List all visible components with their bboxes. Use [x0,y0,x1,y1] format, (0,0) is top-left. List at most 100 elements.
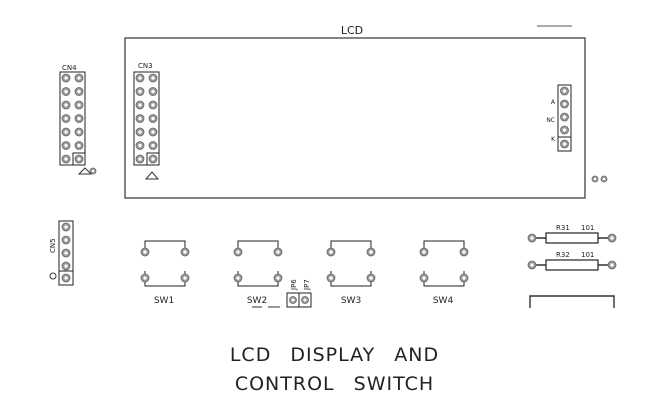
pad-hole [562,89,567,93]
backlight-label-k: K [551,136,556,143]
pad-hole [530,236,534,240]
pad-hole [64,116,68,121]
pad-hole [64,251,68,255]
resistor-body [545,259,599,271]
sw4-label: SW4 [433,296,454,306]
pad-hole [562,102,567,106]
pad-hole [369,250,373,254]
pad-hole [593,177,597,181]
pad-hole [602,177,606,181]
pad-hole [91,169,95,173]
sw3-label: SW3 [341,296,361,306]
pad-hole [138,116,142,121]
pad-hole [151,116,155,121]
pad-hole [462,276,466,280]
pad-hole [64,143,68,148]
backlight-connector [557,84,572,152]
pad-hole [64,264,68,268]
pad-hole [77,89,81,94]
pad-hole [64,130,68,134]
cn3-header [133,71,160,166]
backlight-label-a: A [551,99,556,106]
pad-hole [64,89,68,94]
backlight-label-nc: NC [546,117,555,124]
pad-hole [77,130,81,134]
pad-hole [138,76,142,80]
pin1-box [58,270,74,286]
pad-hole [64,225,68,229]
pad-hole [64,157,68,161]
cn3-label: CN3 [138,62,153,70]
pad-hole [151,103,155,107]
pad-hole [562,128,567,132]
pin1-triangle [144,171,160,180]
pcb-diagram: LCD CN4 CN3 A NC K CN5 JP6 JP7 R31 101 R… [49,24,617,308]
switch-gap [143,256,187,271]
pad-hole [151,143,155,148]
pad-hole [138,103,142,107]
pin1-triangle [77,167,93,175]
cn4-header [59,71,86,166]
cn4-side-pad [89,167,97,175]
pad-hole [610,236,614,240]
pin1-box [72,152,86,166]
pad-hole [151,76,155,80]
pad-hole [138,143,142,148]
pad-hole [236,250,240,254]
pad-hole [276,250,280,254]
pad-hole [562,142,567,146]
caption-line-1: LCD DISPLAY AND [229,344,440,366]
pad-hole [562,115,567,119]
jp6-label: JP6 [290,279,298,291]
cn4-label: CN4 [62,64,77,72]
r31-ref: R31 [556,224,570,232]
pad-hole [138,157,142,161]
pad-hole [303,298,307,302]
pad-hole [143,250,147,254]
pad-hole [77,157,81,161]
pad-hole [369,276,373,280]
switch-gap [422,256,466,271]
tact-switch [233,240,283,287]
pin1-marker [49,272,57,280]
r32-ref: R32 [556,251,570,259]
caption-line-2: CONTROL SWITCH [234,373,435,395]
pad-hole [64,76,68,80]
pad-hole [329,276,333,280]
sw2-label: SW2 [247,296,267,306]
pad-hole [291,298,295,302]
pad-hole [77,116,81,121]
resistor [527,232,617,244]
cn5-label: CN5 [49,238,57,253]
component-outline [529,295,615,308]
pad-hole [64,276,68,280]
switch-group [140,240,469,287]
pad-hole [276,276,280,280]
jumper-group [286,292,312,308]
pad-hole [530,263,534,267]
lcd-label: LCD [341,24,363,37]
pad-hole [151,157,155,161]
pad-hole [143,276,147,280]
resistor [527,259,617,271]
tact-switch [419,240,469,287]
pad-hole [422,276,426,280]
tact-switch [140,240,190,287]
pad-hole [151,89,155,94]
pad-hole [236,276,240,280]
jp7-label: JP7 [303,279,311,291]
pad-hole [183,276,187,280]
pad-hole [151,130,155,134]
r32-value: 101 [581,251,594,259]
pad-hole [462,250,466,254]
pad-hole [610,263,614,267]
pad-hole [64,238,68,242]
resistor-body [545,232,599,244]
lcd-outline [124,37,586,199]
resistor-group [527,232,617,271]
pad-hole [64,103,68,107]
tact-switch [326,240,376,287]
pad-hole [77,143,81,148]
switch-gap [236,256,280,271]
cn5-header [58,220,74,286]
